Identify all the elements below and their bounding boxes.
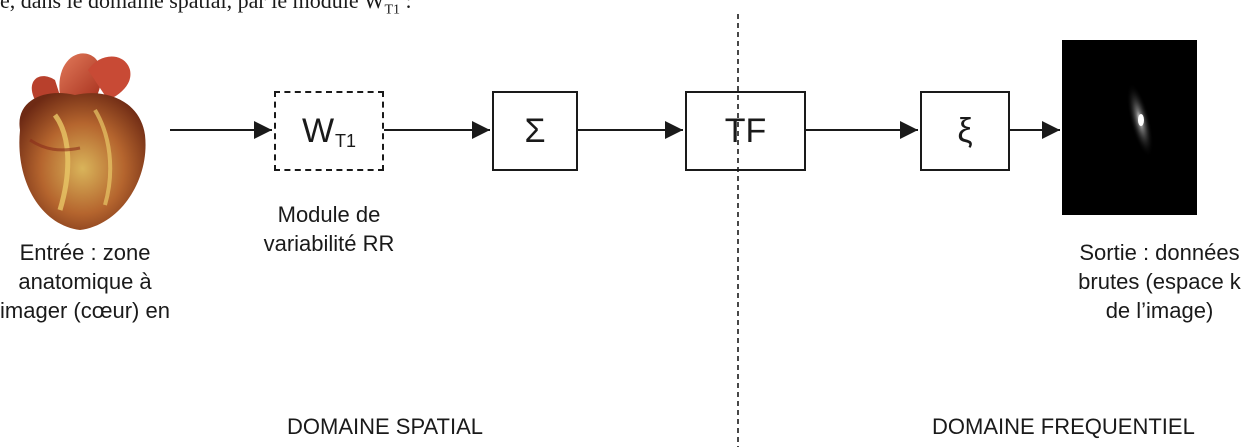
xi-box: ξ [920, 91, 1010, 171]
fourier-transform-box: TF [685, 91, 806, 171]
module-caption: Module de variabilité RR [263, 202, 395, 256]
spatial-domain-label: DOMAINE SPATIAL [287, 414, 484, 439]
frequency-domain-label: DOMAINE FREQUENTIEL [932, 414, 1195, 439]
output-label: Sortie : données brutes (espace k de l’i… [1078, 240, 1241, 323]
k-space-image [1062, 40, 1197, 215]
preceding-text-line: e, dans le domaine spatial, par le modul… [0, 0, 412, 18]
sum-box: Σ [492, 91, 578, 171]
input-label: Entrée : zone anatomique à imager (cœur)… [0, 240, 170, 323]
heart-illustration [19, 53, 146, 230]
